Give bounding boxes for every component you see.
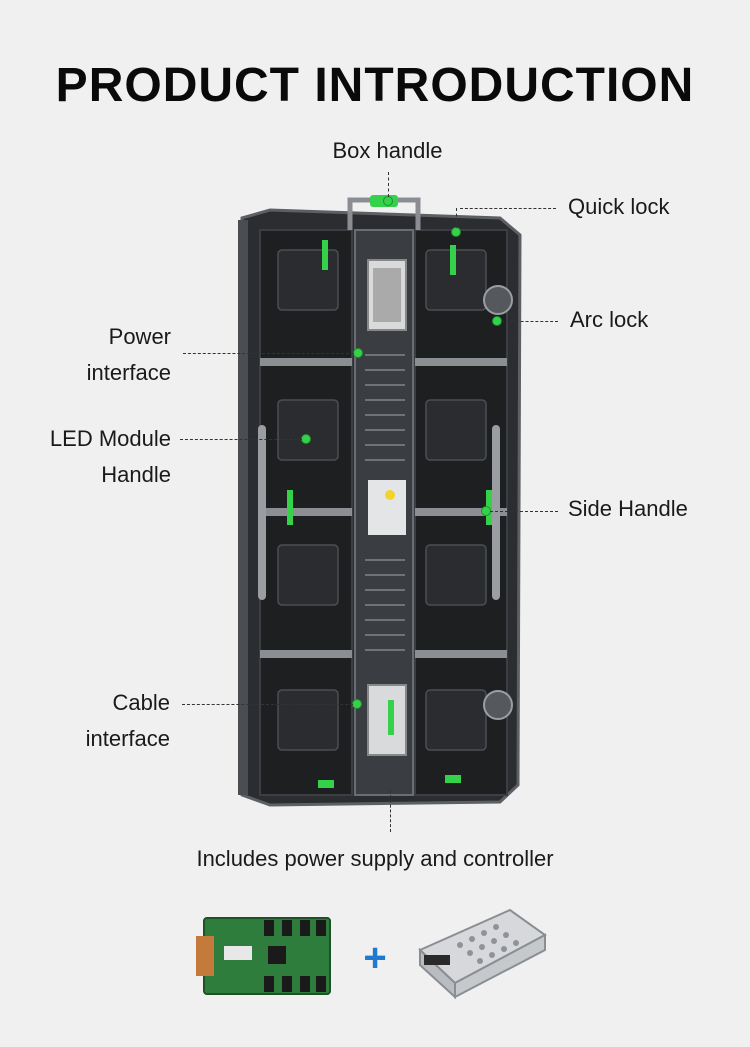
label-power-interface-line2: interface — [86, 360, 171, 385]
led-module-handle-marker — [302, 435, 310, 443]
plus-sign: + — [363, 936, 387, 980]
page-title: PRODUCT INTRODUCTION — [55, 59, 695, 112]
controller-card-image — [196, 917, 331, 995]
label-box-handle: Box handle — [332, 138, 443, 163]
quick-lock-leader-v — [456, 208, 457, 228]
led-cabinet-image — [238, 195, 522, 807]
box-handle-marker — [384, 197, 392, 205]
label-quick-lock: Quick lock — [568, 194, 670, 219]
quick-lock-leader-h — [460, 208, 556, 209]
caption: Includes power supply and controller — [196, 846, 554, 871]
cable-interface-leader — [182, 704, 353, 705]
label-side-handle: Side Handle — [568, 496, 688, 521]
quick-lock-marker — [452, 228, 460, 236]
power-interface-marker — [354, 349, 362, 357]
label-power-interface-line1: Power — [108, 324, 171, 349]
label-cable-interface-line2: interface — [85, 726, 170, 751]
power-interface-leader — [183, 353, 354, 354]
led-module-handle-leader — [180, 439, 302, 440]
side-handle-leader — [490, 511, 558, 512]
label-arc-lock: Arc lock — [570, 307, 649, 332]
label-cable-interface-line1: Cable — [112, 690, 170, 715]
box-handle-leader — [388, 172, 389, 197]
label-led-module-handle-line1: LED Module — [49, 426, 171, 451]
label-led-module-handle-line2: Handle — [101, 462, 171, 487]
arc-lock-leader — [501, 321, 558, 322]
arc-lock-marker — [493, 317, 501, 325]
cable-interface-marker — [353, 700, 361, 708]
side-handle-marker — [482, 507, 490, 515]
caption-leader — [390, 790, 391, 832]
power-supply-image — [418, 908, 547, 1000]
